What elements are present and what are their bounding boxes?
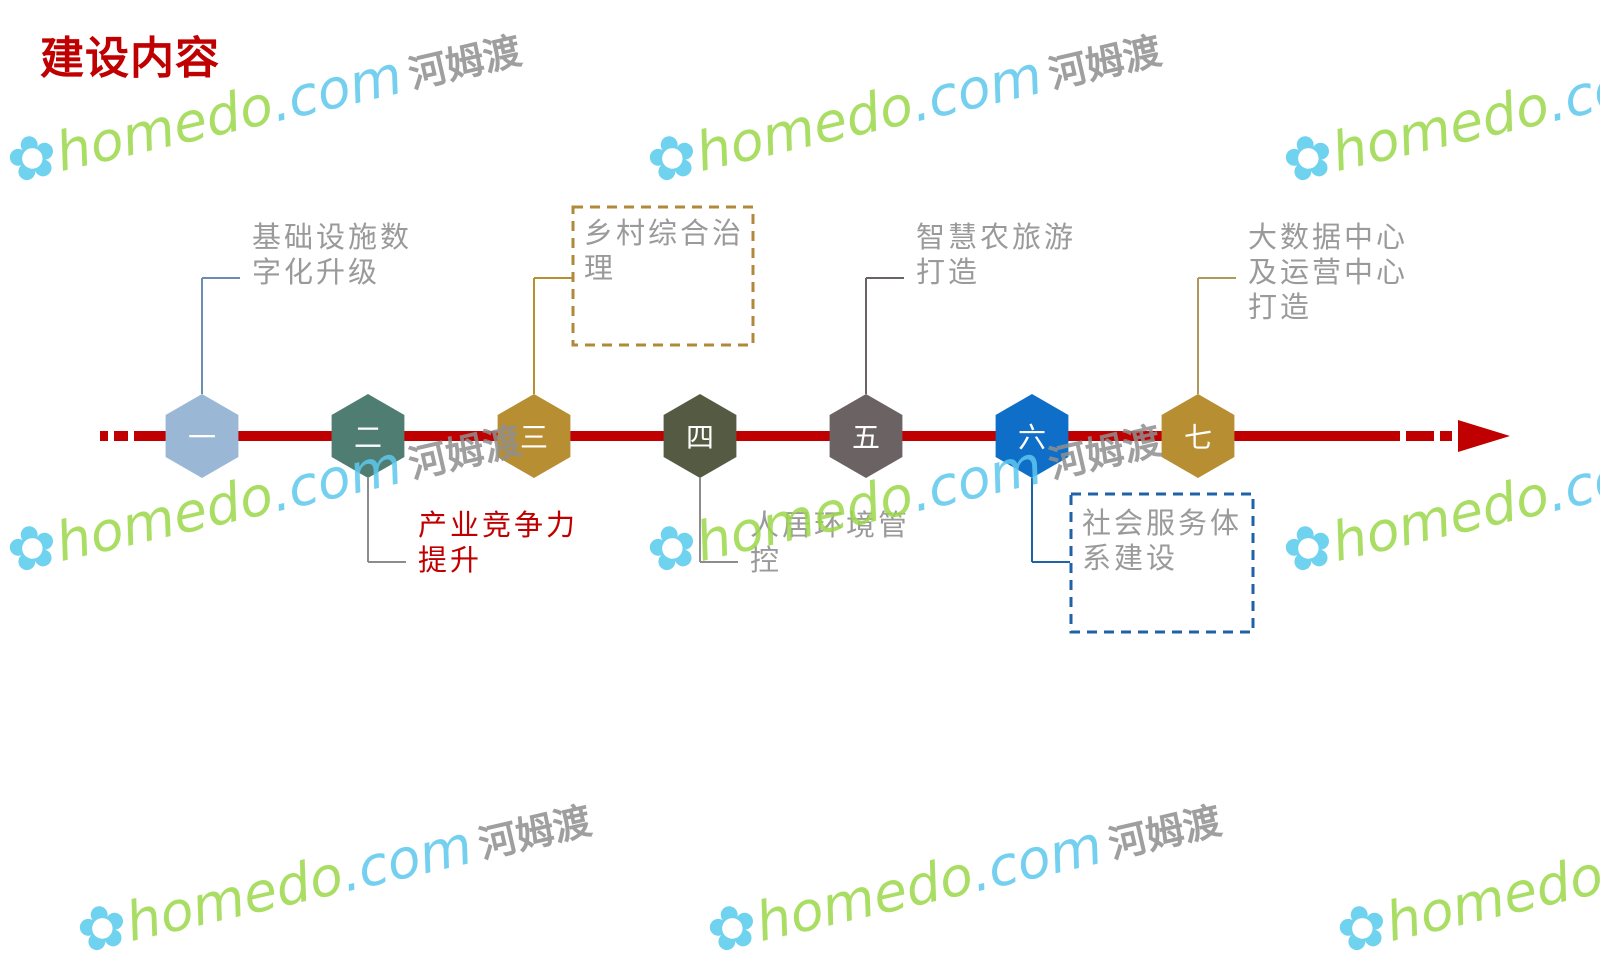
step-label: 智慧农旅游打造 xyxy=(916,220,1076,290)
label-dashed-box xyxy=(1069,492,1255,634)
step-label-line: 及运营中心 xyxy=(1248,255,1409,289)
step-number: 六 xyxy=(1018,421,1046,454)
step-label: 大数据中心及运营中心打造 xyxy=(1248,220,1408,325)
step-number: 五 xyxy=(852,421,880,454)
step-label-line: 社会服务体 xyxy=(1082,506,1243,540)
page-title: 建设内容 xyxy=(40,33,220,84)
arrow-dash xyxy=(1440,431,1452,441)
step-label-line: 产业竞争力 xyxy=(418,508,579,542)
step-label-line: 智慧农旅游 xyxy=(916,220,1077,254)
step-label: 社会服务体系建设 xyxy=(1082,506,1242,576)
step-hexagon xyxy=(497,394,571,478)
label-dashed-box xyxy=(571,205,755,347)
timeline-diagram: 一二三四五六七 xyxy=(100,205,1510,634)
step-label-line: 人居环境管 xyxy=(750,508,911,542)
step-label-line: 打造 xyxy=(916,255,981,289)
step-label: 产业竞争力提升 xyxy=(418,508,578,578)
step-hexagon xyxy=(165,394,239,478)
step-label-line: 字化升级 xyxy=(252,255,381,289)
step-number: 四 xyxy=(686,421,714,454)
watermark-flower-icon: ✿ xyxy=(1330,888,1395,968)
step-label-line: 打造 xyxy=(1248,290,1313,324)
step-label-line: 提升 xyxy=(418,543,483,577)
arrow-dash xyxy=(134,431,164,441)
step-label: 人居环境管控 xyxy=(750,508,910,578)
step-hexagon xyxy=(331,394,405,478)
step-label-line: 基础设施数 xyxy=(252,220,413,254)
step-hexagon xyxy=(1161,394,1235,478)
arrow-dash xyxy=(1406,431,1434,441)
step-label-line: 大数据中心 xyxy=(1248,220,1409,254)
step-number: 七 xyxy=(1184,421,1212,454)
arrow-head xyxy=(1458,420,1510,452)
step-number: 三 xyxy=(520,421,548,454)
step-label-line: 控 xyxy=(750,543,783,577)
step-hexagon xyxy=(663,394,737,478)
arrow-shaft xyxy=(164,431,1400,441)
step-number: 二 xyxy=(354,421,382,454)
step-label-line: 理 xyxy=(584,251,617,285)
watermark-flower-icon: ✿ xyxy=(700,888,765,968)
arrow-dash xyxy=(100,431,108,441)
step-hexagon xyxy=(829,394,903,478)
step-label-line: 乡村综合治 xyxy=(584,216,745,250)
step-hexagon xyxy=(995,394,1069,478)
step-number: 一 xyxy=(188,421,216,454)
arrow-dash xyxy=(114,431,128,441)
step-label-line: 系建设 xyxy=(1082,541,1179,575)
step-label: 乡村综合治理 xyxy=(584,216,744,286)
watermark-flower-icon: ✿ xyxy=(70,888,135,968)
step-label: 基础设施数字化升级 xyxy=(252,220,412,290)
